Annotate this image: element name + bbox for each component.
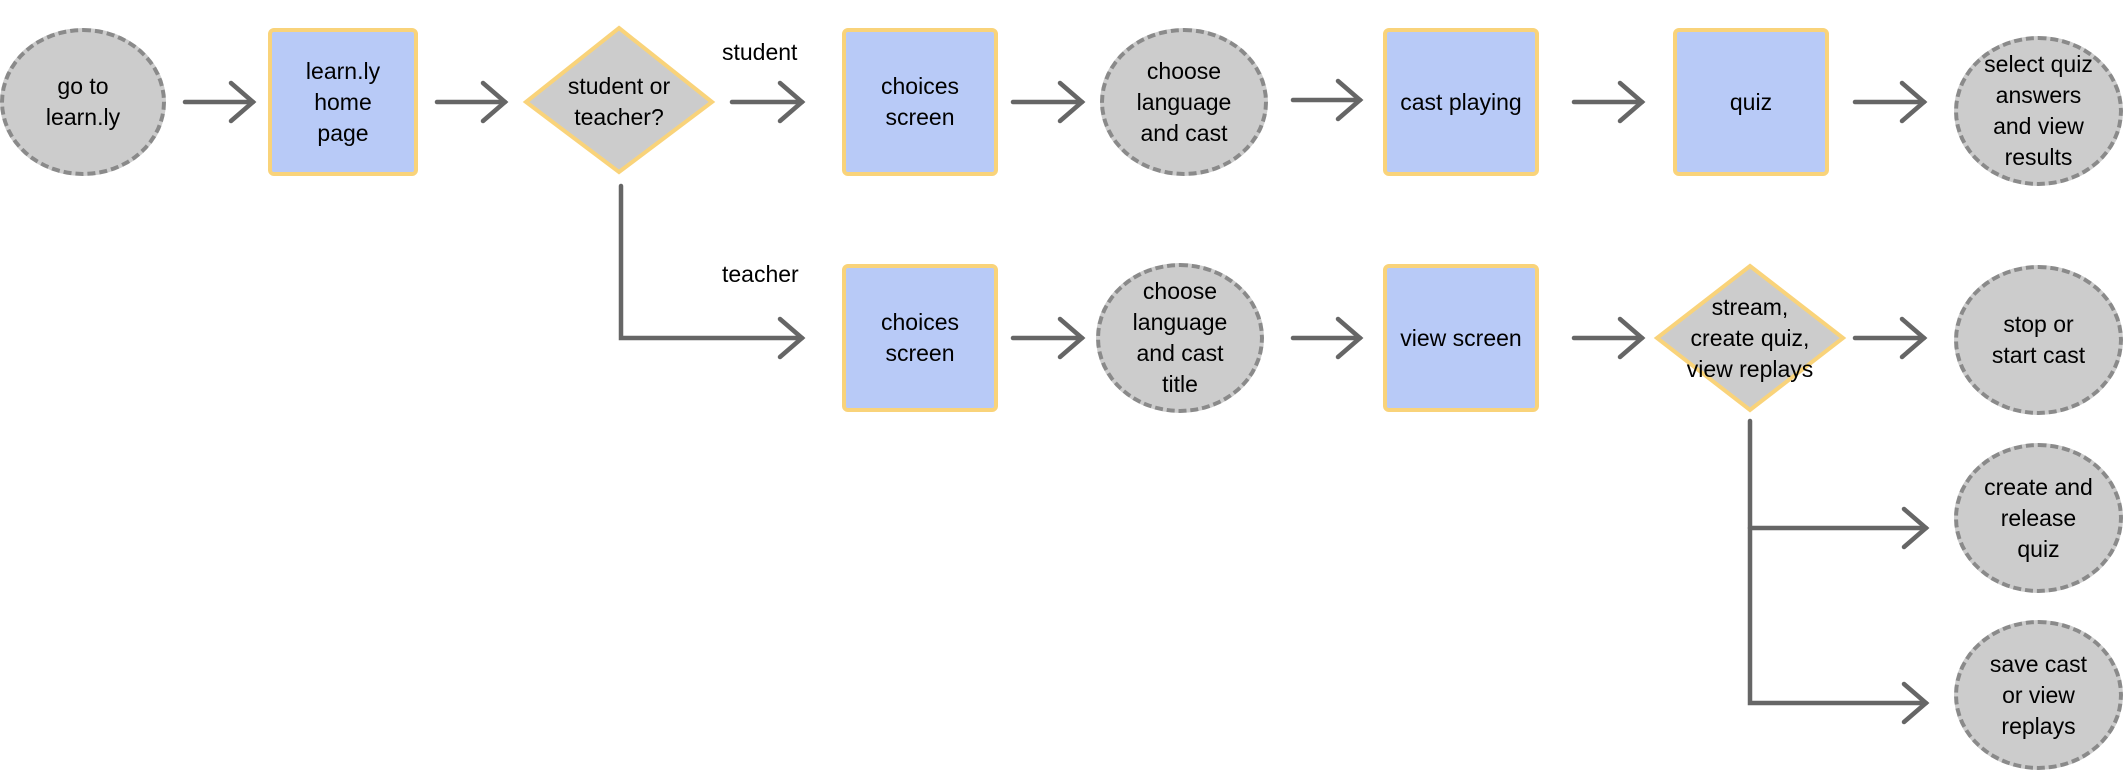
edge-label-teacher: teacher bbox=[722, 261, 799, 287]
start-node-go-to-learnly: go to learn.ly bbox=[0, 28, 166, 176]
arrow-decision-to-student-choices bbox=[729, 80, 806, 124]
arrow-student-choices-to-language bbox=[1010, 80, 1086, 124]
arrow-decision-to-create-quiz bbox=[1747, 418, 1930, 725]
arrow-decision-to-teacher-choices bbox=[618, 183, 806, 360]
decision-diamond-teacher-actions bbox=[1653, 263, 1847, 413]
arrow-language-to-cast-playing bbox=[1290, 78, 1364, 122]
terminal-select-quiz-answers: select quiz answers and view results bbox=[1954, 36, 2123, 186]
arrow-home-to-decision bbox=[434, 80, 509, 124]
decision-diamond-role bbox=[522, 25, 716, 175]
arrow-cast-playing-to-quiz bbox=[1571, 80, 1646, 124]
arrow-view-screen-to-decision bbox=[1571, 316, 1646, 360]
process-cast-playing: cast playing bbox=[1383, 28, 1539, 176]
arrow-start-to-home bbox=[182, 80, 257, 124]
arrow-teacher-choices-to-language bbox=[1010, 316, 1086, 360]
arrow-language-to-view-screen bbox=[1290, 316, 1364, 360]
process-teacher-choices-screen: choices screen bbox=[842, 264, 998, 412]
arrow-decision-to-stop-start bbox=[1852, 316, 1928, 360]
terminal-save-cast-replays: save cast or view replays bbox=[1954, 620, 2123, 770]
process-quiz: quiz bbox=[1673, 28, 1829, 176]
terminal-stop-start-cast: stop or start cast bbox=[1954, 265, 2123, 415]
arrow-quiz-to-results bbox=[1852, 80, 1928, 124]
terminal-choose-language-title: choose language and cast title bbox=[1096, 263, 1264, 413]
edge-label-student: student bbox=[722, 39, 798, 65]
decision-label-role: student or teacher? bbox=[567, 73, 671, 130]
terminal-choose-language-cast: choose language and cast bbox=[1100, 28, 1268, 176]
process-view-screen: view screen bbox=[1383, 264, 1539, 412]
terminal-create-release-quiz: create and release quiz bbox=[1954, 443, 2123, 593]
decision-label-teacher-actions: stream, create quiz, view replays bbox=[1686, 293, 1814, 382]
process-home-page: learn.ly home page bbox=[268, 28, 418, 176]
process-student-choices-screen: choices screen bbox=[842, 28, 998, 176]
